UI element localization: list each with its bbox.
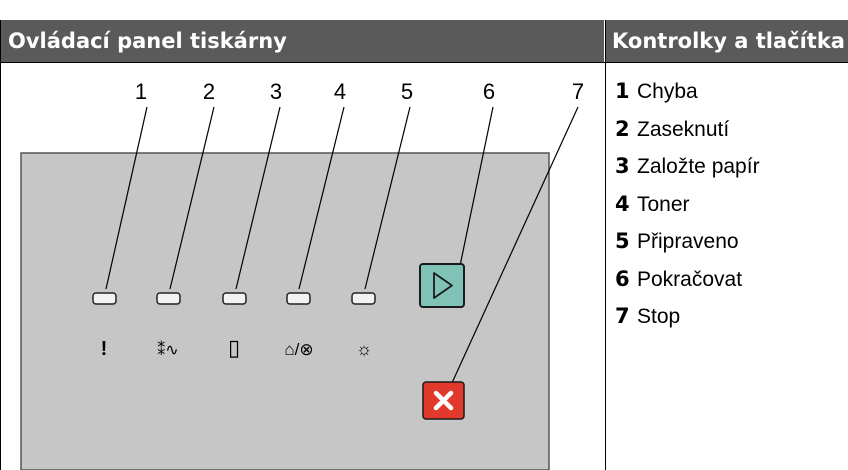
legend-item-7: 7 Stop: [615, 303, 760, 341]
header-row: Ovládací panel tiskárny Kontrolky a tlač…: [0, 20, 848, 62]
header-lights-buttons: Kontrolky a tlačítka: [606, 20, 848, 62]
stop-button[interactable]: [422, 381, 465, 420]
legend-number: 3: [615, 154, 630, 178]
header-control-panel: Ovládací panel tiskárny: [0, 20, 604, 62]
callout-3: 3: [270, 79, 282, 104]
legend-number: 7: [615, 304, 630, 328]
leader-line-3: [235, 106, 281, 290]
legend-label: Pokračovat: [637, 267, 743, 291]
leader-line-2: [169, 106, 215, 290]
legend-item-2: 2 Zaseknutí: [615, 116, 760, 154]
legend-number: 1: [615, 79, 630, 103]
callout-5: 5: [401, 79, 413, 104]
play-icon: [433, 272, 453, 299]
paper-jam-icon: ⁑∿: [157, 340, 178, 359]
callout-2: 2: [203, 79, 215, 104]
led-error: [92, 292, 117, 305]
callout-1: 1: [135, 79, 147, 104]
legend-number: 4: [615, 191, 630, 216]
legend-item-6: 6 Pokračovat: [615, 266, 760, 304]
callout-7: 7: [572, 79, 584, 104]
led-load-paper: [222, 292, 247, 305]
left-border: [0, 20, 1, 470]
callout-4: 4: [334, 79, 346, 104]
leader-line-7: [445, 106, 579, 397]
leader-line-4: [298, 106, 345, 290]
panel-body: [20, 152, 550, 470]
legend-label: Chyba: [637, 80, 698, 103]
leader-line-1: [105, 106, 148, 290]
error-icon: !: [101, 338, 108, 360]
legend-number: 2: [615, 116, 630, 141]
toner-icon: ⌂/⊗: [284, 340, 313, 359]
close-icon: [433, 390, 454, 411]
led-paper-jam: [156, 292, 181, 305]
legend-label: Zaseknutí: [637, 117, 730, 141]
legend-label: Založte papír: [637, 155, 760, 178]
legend-item-1: 1 Chyba: [615, 78, 760, 116]
legend-item-4: 4 Toner: [615, 191, 760, 229]
continue-button[interactable]: [419, 263, 465, 308]
header-divider: [0, 62, 848, 63]
load-paper-icon: ▯: [228, 335, 240, 360]
legend-label: Připraveno: [637, 230, 739, 253]
leader-line-6: [455, 106, 494, 286]
callout-6: 6: [483, 79, 495, 104]
led-toner: [286, 292, 311, 305]
led-ready: [351, 292, 376, 305]
legend-label: Stop: [637, 305, 681, 328]
legend-item-5: 5 Připraveno: [615, 228, 760, 266]
legend-number: 6: [615, 266, 630, 291]
ready-icon: ☼: [356, 339, 373, 359]
control-panel-diagram: 1 2 3 4 5 6 7 ! ⁑∿ ▯ ⌂/⊗ ☼: [20, 79, 584, 470]
legend-item-3: 3 Založte papír: [615, 153, 760, 191]
column-divider: [605, 20, 606, 470]
legend-label: Toner: [637, 192, 690, 216]
leader-line-5: [364, 106, 411, 290]
legend-number: 5: [615, 229, 630, 253]
